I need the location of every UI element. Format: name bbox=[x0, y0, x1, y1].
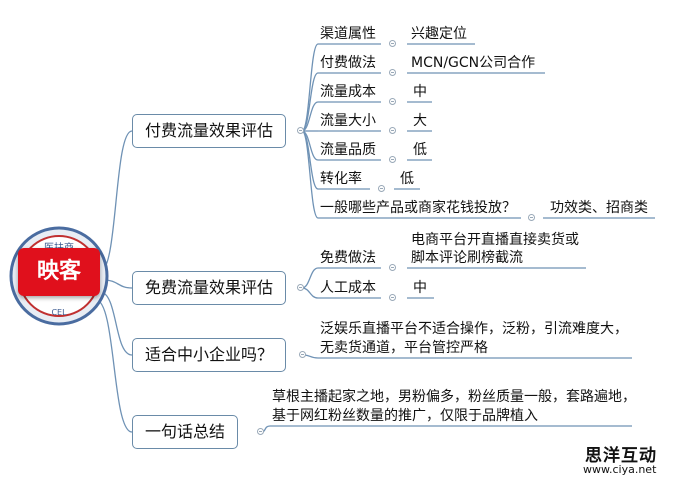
branch-sme-fit[interactable]: 适合中小企业吗？ bbox=[132, 338, 287, 372]
leaf-advertisers-value: 功效类、招商类 bbox=[550, 200, 648, 216]
svg-text:CEL: CEL bbox=[51, 308, 67, 317]
leaf-traffic-quality-value: 低 bbox=[413, 142, 427, 158]
sme-fit-text-line1: 泛娱乐直播平台不适合操作，泛粉，引流难度大， bbox=[320, 321, 628, 337]
leaf-channel-attribute-key: 渠道属性 bbox=[320, 26, 376, 42]
summary-text-line1: 草根主播起家之地，男粉偏多，粉丝质量一般，套路遍地， bbox=[272, 389, 636, 405]
collapse-icon[interactable] bbox=[389, 127, 396, 134]
watermark-url: www.ciya.net bbox=[583, 463, 657, 476]
leaf-traffic-quality-key: 流量品质 bbox=[320, 142, 376, 158]
branch-summary[interactable]: 一句话总结 bbox=[132, 415, 239, 449]
collapse-icon[interactable] bbox=[389, 156, 396, 163]
leaf-paid-method-key: 付费做法 bbox=[320, 55, 376, 71]
collapse-icon[interactable] bbox=[299, 351, 306, 358]
leaf-channel-attribute-value: 兴趣定位 bbox=[411, 26, 467, 42]
leaf-labor-cost-key: 人工成本 bbox=[320, 280, 376, 296]
collapse-icon[interactable] bbox=[257, 428, 264, 435]
collapse-icon[interactable] bbox=[528, 214, 535, 221]
connector-root-branch4 bbox=[95, 299, 133, 433]
collapse-icon[interactable] bbox=[389, 40, 396, 47]
collapse-icon[interactable] bbox=[297, 284, 304, 291]
leaf-labor-cost-value: 中 bbox=[413, 280, 427, 296]
leaf-traffic-cost-value: 中 bbox=[413, 84, 427, 100]
leaf-conversion-key: 转化率 bbox=[320, 171, 362, 187]
branch-paid-traffic[interactable]: 付费流量效果评估 bbox=[132, 114, 287, 148]
leaf-free-method-value-line2: 脚本评论刷榜截流 bbox=[411, 250, 523, 266]
leaf-free-method-key: 免费做法 bbox=[320, 250, 376, 266]
leaf-traffic-size-key: 流量大小 bbox=[320, 113, 376, 129]
leaf-conversion-value: 低 bbox=[400, 171, 414, 187]
collapse-icon[interactable] bbox=[389, 264, 396, 271]
summary-text-line2: 基于网红粉丝数量的推广，仅限于品牌植入 bbox=[272, 408, 538, 424]
collapse-icon[interactable] bbox=[389, 69, 396, 76]
leaf-traffic-cost-key: 流量成本 bbox=[320, 84, 376, 100]
leaf-paid-method-value: MCN/GCN公司合作 bbox=[411, 55, 536, 71]
leaf-free-method-value-line1: 电商平台开直播直接卖货或 bbox=[411, 232, 579, 248]
sme-fit-text-line2: 无卖货通道，平台管控严格 bbox=[320, 340, 488, 356]
leaf-traffic-size-value: 大 bbox=[413, 113, 427, 129]
collapse-icon[interactable] bbox=[389, 98, 396, 105]
collapse-icon[interactable] bbox=[389, 294, 396, 301]
collapse-icon[interactable] bbox=[297, 127, 304, 134]
branch-free-traffic[interactable]: 免费流量效果评估 bbox=[132, 271, 287, 305]
leaf-advertisers-key: 一般哪些产品或商家花钱投放？ bbox=[320, 200, 516, 216]
collapse-icon[interactable] bbox=[378, 185, 385, 192]
root-node[interactable]: 映客 bbox=[18, 248, 100, 296]
watermark-brand: 思洋互动 bbox=[585, 446, 657, 466]
